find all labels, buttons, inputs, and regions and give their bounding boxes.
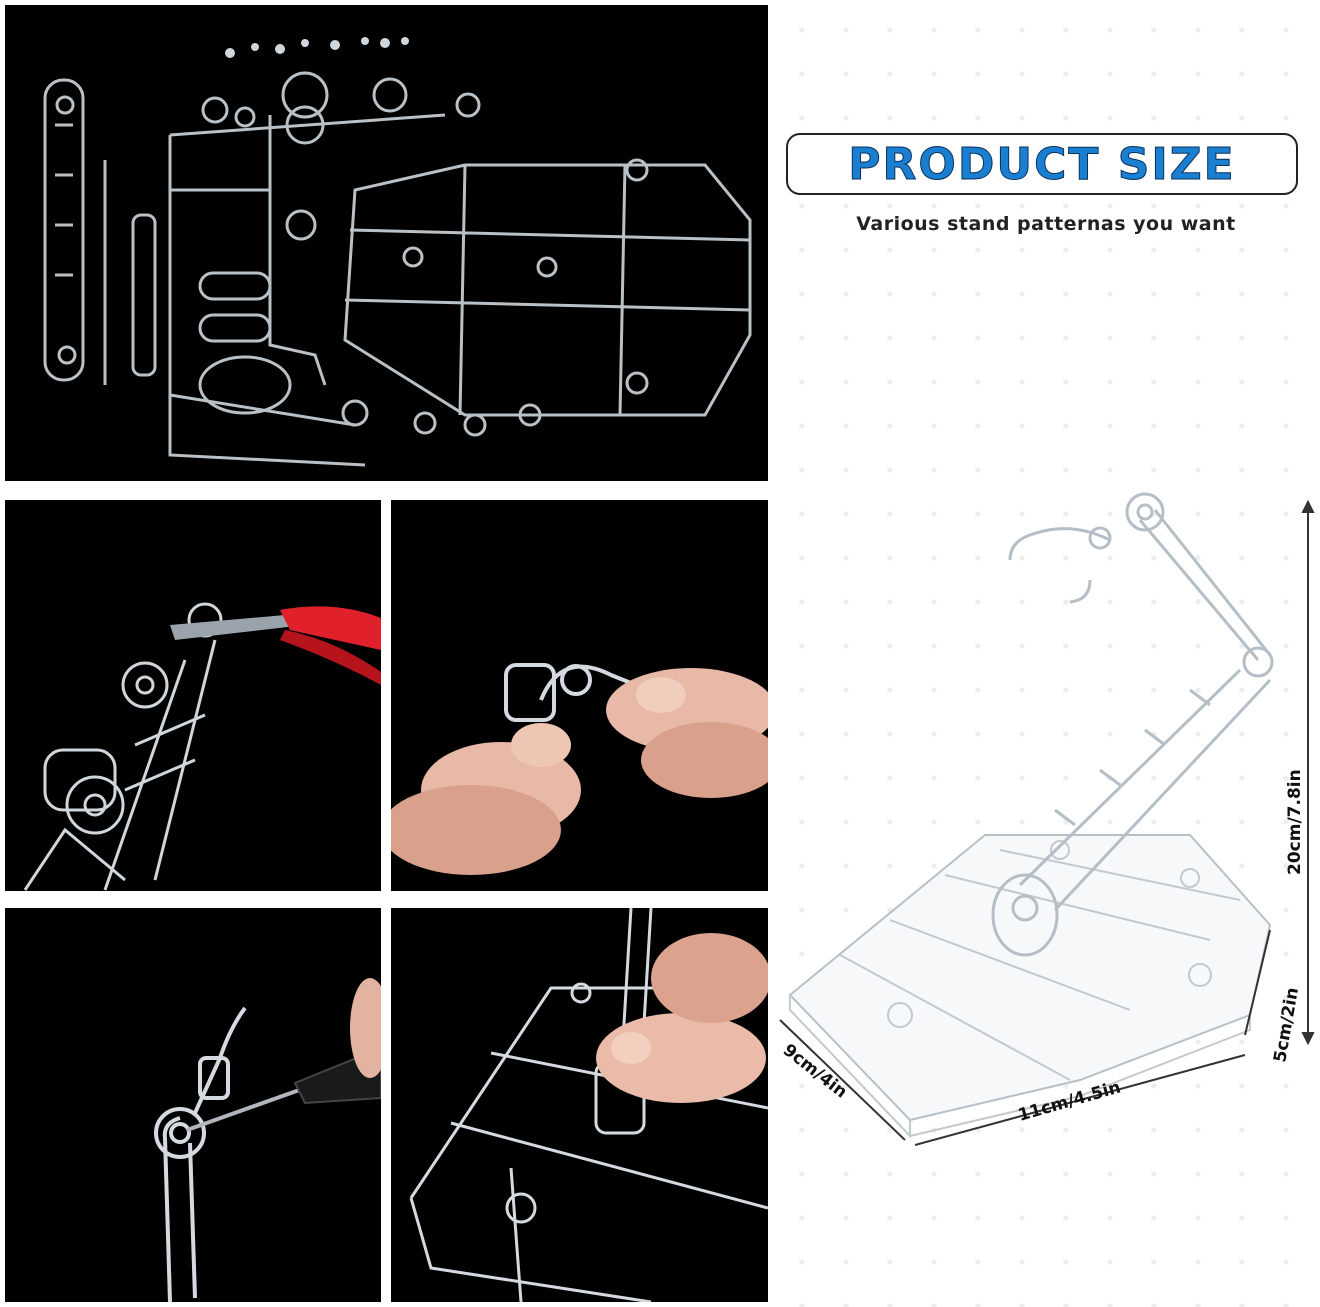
assembling-base-photo	[391, 908, 768, 1302]
height-dimension-label: 20cm/7.8in	[1285, 769, 1305, 875]
product-size-title-box: PRODUCT SIZE	[786, 133, 1298, 195]
bending-arm-photo	[391, 500, 768, 891]
width-dimension-label: 9cm/4in	[779, 1040, 851, 1102]
page-title: PRODUCT SIZE	[848, 138, 1236, 190]
depth-dimension-label: 5cm/2in	[1270, 986, 1303, 1064]
sprue-parts-photo	[5, 5, 768, 481]
cutting-pliers-photo	[5, 500, 381, 891]
page-subtitle: Various stand patternas you want	[856, 213, 1236, 235]
stand-diagram: 20cm/7.8in 5cm/2in 11cm/4.5in 9cm/4in	[770, 480, 1320, 1164]
screwdriver-photo	[5, 908, 381, 1302]
